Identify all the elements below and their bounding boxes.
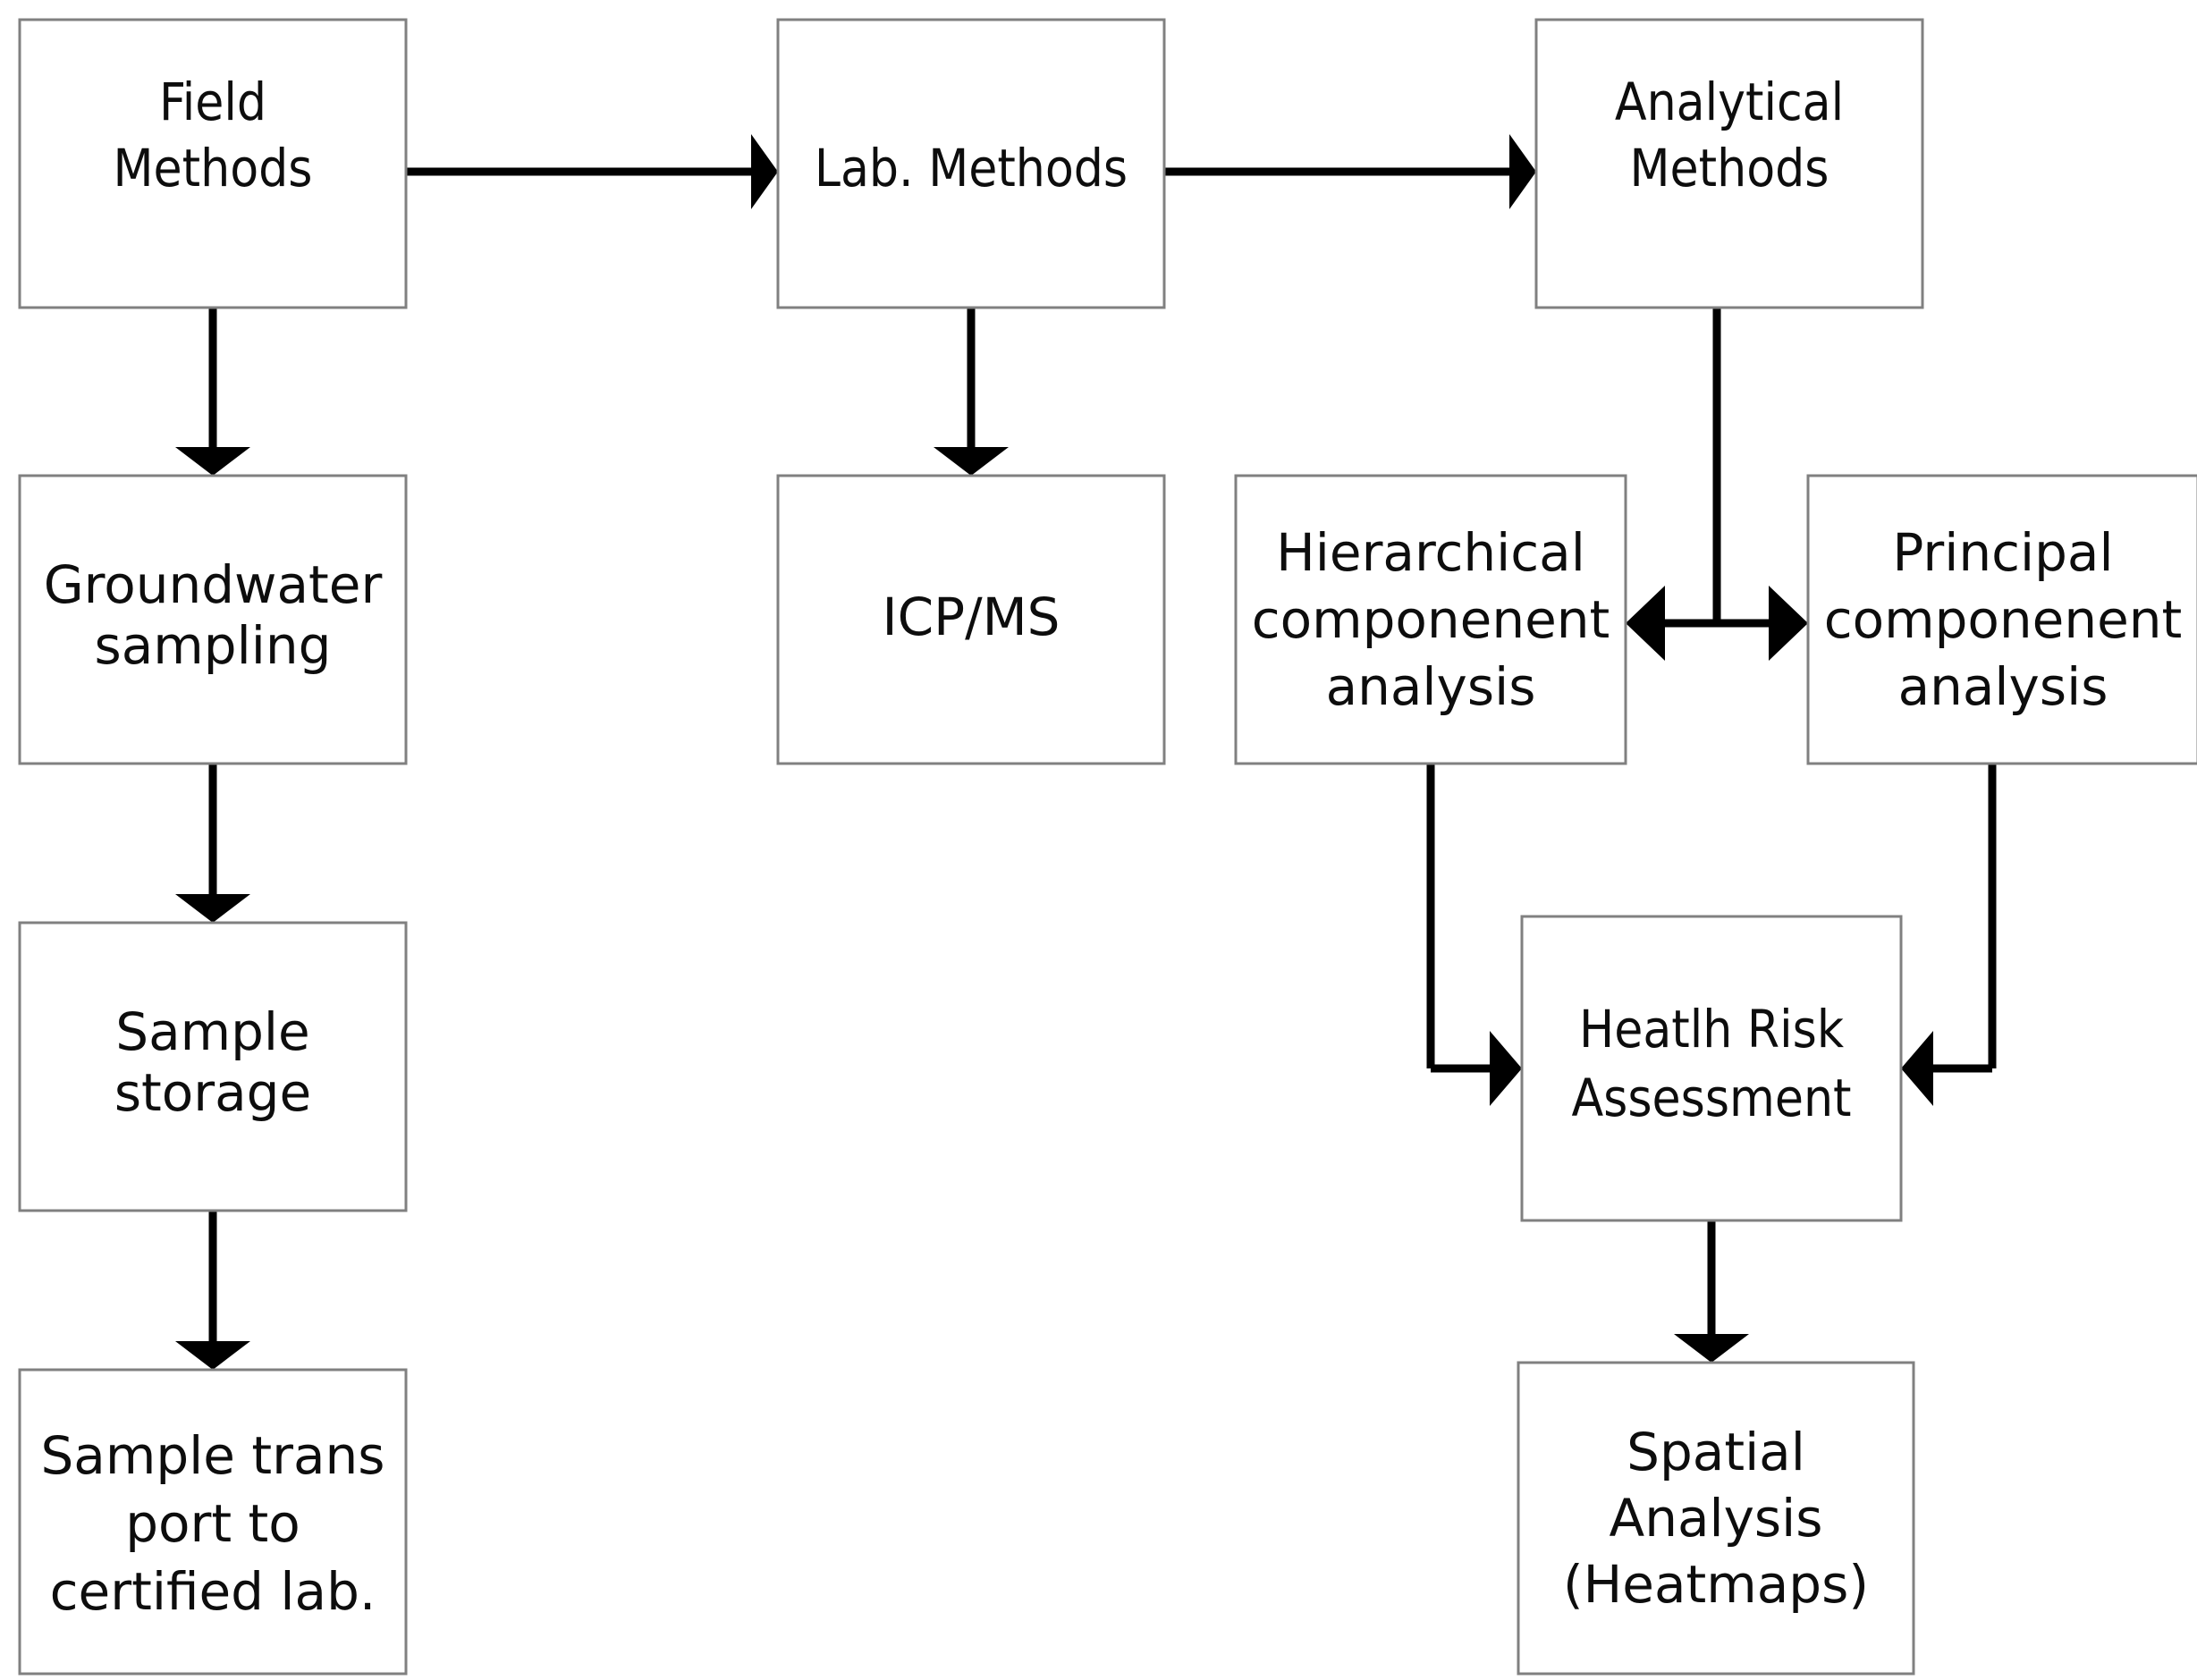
node-label-line: Groundwater (44, 554, 383, 615)
node-analytical-methods[interactable]: Analytical Methods (1534, 18, 1924, 309)
edge-field-to-groundwater (175, 308, 250, 476)
edge-field-to-lab (406, 134, 778, 209)
node-health-risk-assessment[interactable]: Heatlh Risk Assessment (1520, 915, 1903, 1222)
edge-storage-to-transport (175, 1211, 250, 1370)
node-label-line: componenent (1824, 589, 2183, 650)
node-label-line: certified lab. (50, 1561, 376, 1622)
node-label-line: analysis (1898, 656, 2108, 717)
node-spatial-analysis[interactable]: Spatial Analysis (Heatmaps) (1517, 1361, 1915, 1676)
edge-hca-to-hra (1426, 764, 1522, 1106)
node-principal-component-analysis[interactable]: Principal componenent analysis (1806, 474, 2197, 765)
node-label-line: storage (114, 1062, 311, 1123)
node-label-line: Analytical (1615, 72, 1844, 132)
node-label-line: Assessment (1571, 1068, 1851, 1128)
edge-analytical-to-hca-pca (1626, 308, 1808, 661)
node-hierarchical-component-analysis[interactable]: Hierarchical componenent analysis (1234, 474, 1627, 765)
edge-lab-to-analytical (1164, 134, 1536, 209)
edge-lab-to-icpms (934, 308, 1009, 476)
node-label-line: analysis (1326, 656, 1536, 717)
node-sample-storage[interactable]: Sample storage (18, 921, 408, 1212)
node-label-line: Hierarchical (1276, 522, 1585, 583)
node-label-line: Spatial (1627, 1422, 1805, 1482)
node-field-methods[interactable]: Field Methods (18, 18, 408, 309)
edge-hra-to-spatial (1674, 1220, 1749, 1363)
node-lab-methods[interactable]: Lab. Methods (776, 18, 1166, 309)
node-label-line: (Heatmaps) (1563, 1554, 1869, 1615)
node-label-line: Methods (114, 138, 313, 198)
node-icp-ms[interactable]: ICP/MS (776, 474, 1166, 765)
node-groundwater-sampling[interactable]: Groundwater sampling (18, 474, 408, 765)
node-label-line: sampling (95, 615, 332, 676)
node-label-line: Sample (115, 1001, 309, 1062)
node-label-line: Field (159, 72, 266, 132)
node-label-line: Lab. Methods (815, 138, 1128, 198)
node-label-line: Analysis (1610, 1488, 1823, 1549)
node-label-line: componenent (1252, 589, 1610, 650)
node-label-line: Principal (1892, 522, 2113, 583)
node-label-line: Methods (1630, 138, 1829, 198)
node-label-line: Sample trans (40, 1425, 384, 1486)
node-label-line: Heatlh Risk (1579, 999, 1845, 1059)
node-sample-transport[interactable]: Sample trans port to certified lab. (18, 1368, 408, 1676)
edge-groundwater-to-storage (175, 764, 250, 923)
node-label-line: ICP/MS (883, 587, 1060, 647)
edge-pca-to-hra (1901, 764, 1997, 1106)
node-label-line: port to (125, 1493, 300, 1554)
